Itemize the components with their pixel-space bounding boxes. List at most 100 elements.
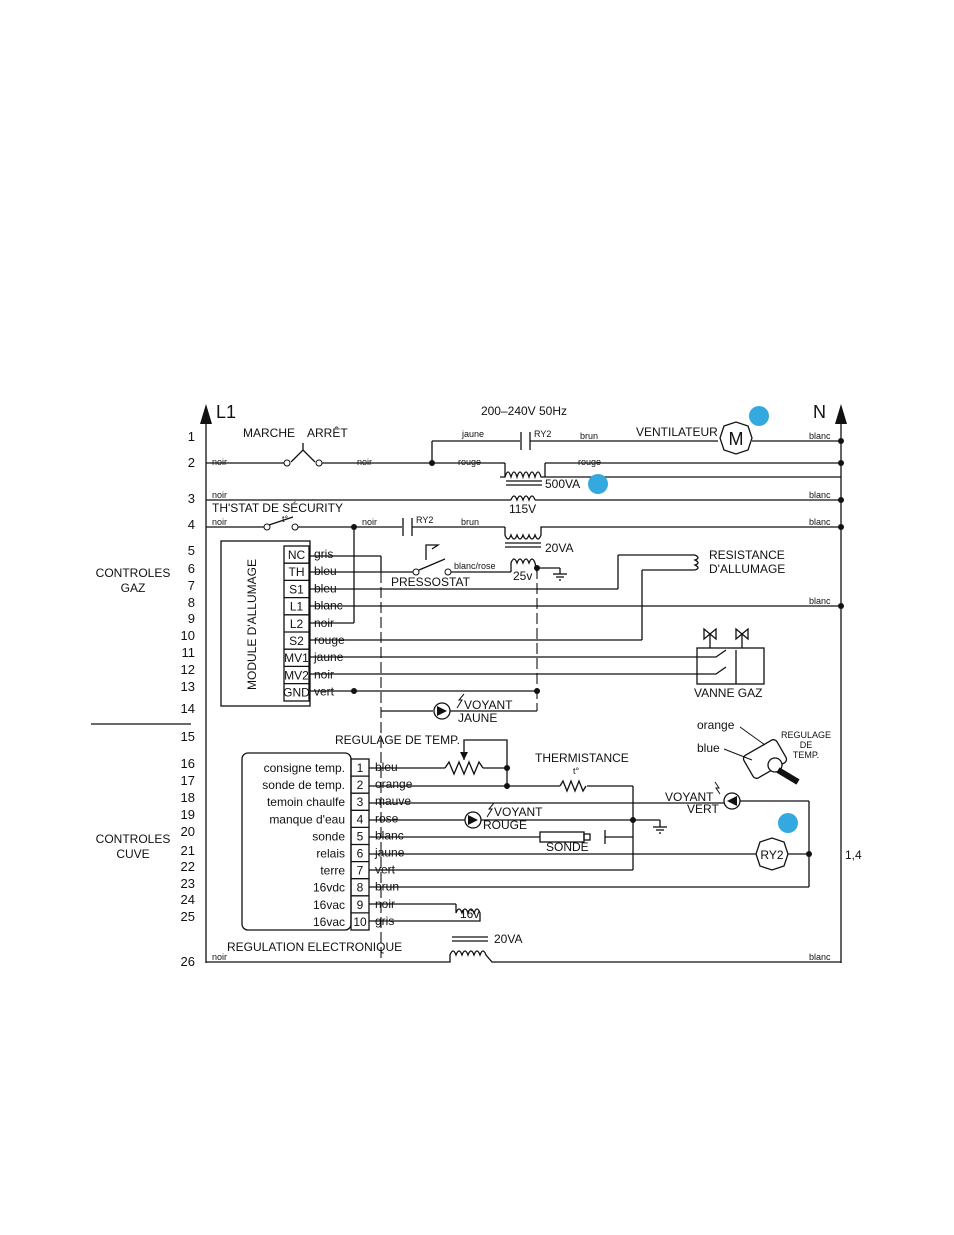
pressostat-blade xyxy=(418,558,446,571)
callout-marker-2 xyxy=(588,474,608,494)
regulation-terminal-label: 10 xyxy=(353,915,367,929)
row-number: 12 xyxy=(181,662,195,677)
knob-label-3: TEMP. xyxy=(793,750,819,760)
knob-blue-label: blue xyxy=(697,741,720,755)
voltage-label: 200–240V 50Hz xyxy=(481,404,567,418)
row-number: 26 xyxy=(181,954,195,969)
ignition-terminal-label: S2 xyxy=(289,634,304,648)
row-number: 19 xyxy=(181,807,195,822)
row-number: 2 xyxy=(188,455,195,470)
row-number: 11 xyxy=(182,645,196,660)
callout-marker-3 xyxy=(778,813,798,833)
l1-label: L1 xyxy=(216,402,236,422)
resistance-icon xyxy=(693,554,699,571)
gas-valve-coil-1 xyxy=(697,649,727,658)
temp-knob-icon xyxy=(742,739,800,785)
wire-row26 xyxy=(206,950,841,963)
wire-label-blanc-r8: blanc xyxy=(809,596,831,606)
switch-arret-label: ARRÊT xyxy=(307,425,348,440)
wire-label-jaune: jaune xyxy=(461,429,484,439)
row-number: 8 xyxy=(188,595,195,610)
ignition-terminal-label: NC xyxy=(288,548,306,562)
regulation-function-label: temoin chaulfe xyxy=(267,795,345,809)
regulation-wire-label: jaune xyxy=(374,846,405,860)
ignition-wire-label: bleu xyxy=(314,564,337,578)
pressostat-label: PRESSOSTAT xyxy=(391,575,471,589)
wire-pot-wiper xyxy=(463,739,508,768)
gas-valve-icon-2 xyxy=(735,627,749,641)
junction-n-r1 xyxy=(838,438,844,444)
temp-regulation-label: REGULAGE DE TEMP. xyxy=(335,733,460,747)
red-lamp-arrow xyxy=(468,815,478,825)
regulation-terminal-label: 8 xyxy=(357,881,364,895)
red-lamp-rays xyxy=(486,802,495,818)
tx-16v-label: 16v xyxy=(460,907,479,921)
wire-label-blanc-r3: blanc xyxy=(809,490,831,500)
junction-red-lamp xyxy=(630,817,636,823)
safety-thermostat-t: t° xyxy=(282,514,289,524)
row-number: 1 xyxy=(188,429,195,444)
row-number: 10 xyxy=(181,628,195,643)
row-number: 9 xyxy=(188,611,195,626)
regulation-terminal-label: 5 xyxy=(357,829,364,843)
tx-500-label: 500VA xyxy=(545,477,580,491)
tx-16v-secondary xyxy=(455,904,481,922)
regulation-function-label: 16vac xyxy=(313,915,345,929)
regulation-function-label: 16vdc xyxy=(313,881,345,895)
regulation-terminal-label: 6 xyxy=(357,847,364,861)
ignition-terminal-label: S1 xyxy=(289,582,304,596)
l1-rail xyxy=(200,404,212,963)
green-lamp-rays xyxy=(714,781,721,795)
wire-label-noir-r3: noir xyxy=(212,490,227,500)
wire-label-blanc-r4: blanc xyxy=(809,517,831,527)
tx-500-secondary xyxy=(510,495,536,502)
junction-n-r2 xyxy=(838,460,844,466)
probe-label: SONDE xyxy=(546,840,589,854)
row-number: 23 xyxy=(181,876,195,891)
relay-coil-ref: 1,4 xyxy=(845,848,862,862)
tx-25v-label: 25v xyxy=(513,569,532,583)
junction-n-r8 xyxy=(838,603,844,609)
callout-marker-1 xyxy=(749,406,769,426)
red-lamp-label-2: ROUGE xyxy=(483,818,527,832)
wire-label-blanc-r1: blanc xyxy=(809,431,831,441)
row-number: 16 xyxy=(181,756,195,771)
green-lamp-label-2: VERT xyxy=(687,802,719,816)
wire-label-rouge-r2b: rouge xyxy=(578,457,601,467)
ignition-terminal-label: TH xyxy=(289,565,305,579)
wire-label-blanc-r26: blanc xyxy=(809,952,831,962)
row-number: 24 xyxy=(181,892,195,907)
resistance-label-1: RESISTANCE xyxy=(709,548,785,562)
fan-motor-icon xyxy=(719,421,753,455)
ignition-module-title: MODULE D'ALLUMAGE xyxy=(245,559,259,690)
fan-motor-symbol: M xyxy=(729,429,744,449)
section-tank-label-1: CONTROLES xyxy=(96,832,171,846)
knob-orange-label: orange xyxy=(697,718,735,732)
row-numbers: 1234567891011121314151617181920212223242… xyxy=(181,429,195,969)
regulation-function-label: sonde xyxy=(312,829,345,843)
row-number: 6 xyxy=(188,561,195,576)
switch-marche-label: MARCHE xyxy=(243,426,295,440)
row-number: 20 xyxy=(181,824,195,839)
row-number: 17 xyxy=(181,773,195,788)
junction-n-r4 xyxy=(838,524,844,530)
wire-label-blanc-rose: blanc/rose xyxy=(454,561,496,571)
gas-valve-box xyxy=(696,647,765,685)
regulation-terminal-label: 2 xyxy=(357,778,364,792)
regulation-terminal-label: 9 xyxy=(357,898,364,912)
gas-valve-icon-1 xyxy=(703,627,717,641)
transformer-20va-primary xyxy=(504,526,841,540)
thermistor-icon xyxy=(559,779,587,793)
ignition-terminal-strip xyxy=(283,545,310,702)
section-tank-label-2: CUVE xyxy=(116,847,149,861)
ry2-contact-r4-label: RY2 xyxy=(416,515,433,525)
regulation-function-label: terre xyxy=(320,864,345,878)
regulation-wire-label: mauve xyxy=(375,794,411,808)
n-rail xyxy=(835,404,847,963)
regulation-module-title: REGULATION ELECTRONIQUE xyxy=(227,940,402,954)
probe-tip xyxy=(583,833,591,841)
row-number: 22 xyxy=(181,859,195,874)
junction-relay xyxy=(806,851,812,857)
row-number: 14 xyxy=(181,701,195,716)
